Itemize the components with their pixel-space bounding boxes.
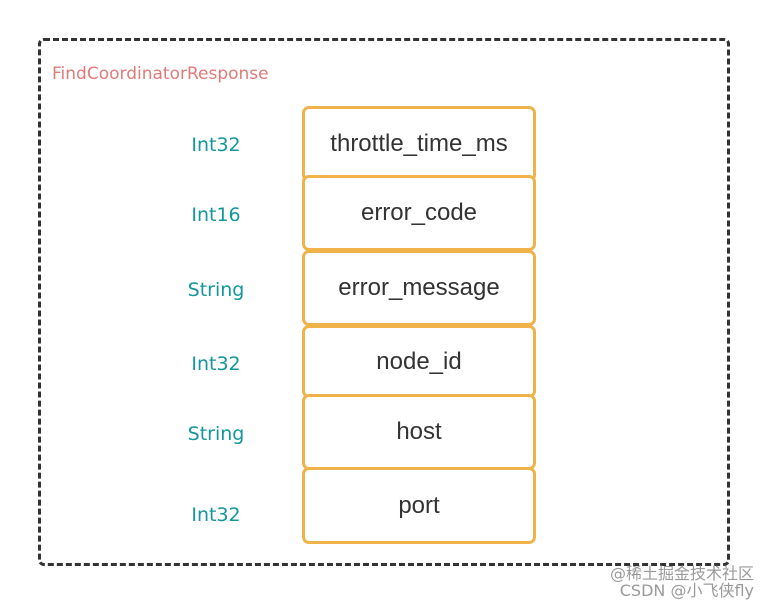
type-label-throttle-time-ms: Int32 [191,134,241,156]
type-label-port: Int32 [191,504,241,526]
field-box-node-id: node_id [302,325,536,398]
type-label-host: String [187,423,245,445]
diagram-title: FindCoordinatorResponse [52,64,269,84]
type-label-error-message: String [187,279,245,301]
field-box-throttle-time-ms: throttle_time_ms [302,106,536,182]
watermark: @稀土掘金技术社区 CSDN @小飞侠fly [609,564,754,600]
watermark-line-1: @稀土掘金技术社区 [609,564,754,583]
response-frame [38,38,730,566]
field-box-port: port [302,467,536,544]
watermark-line-2: CSDN @小飞侠fly [619,580,754,600]
field-box-host: host [302,394,536,470]
type-label-node-id: Int32 [191,353,241,375]
field-box-error-message: error_message [302,250,536,326]
field-box-error-code: error_code [302,175,536,251]
type-label-error-code: Int16 [191,204,241,226]
